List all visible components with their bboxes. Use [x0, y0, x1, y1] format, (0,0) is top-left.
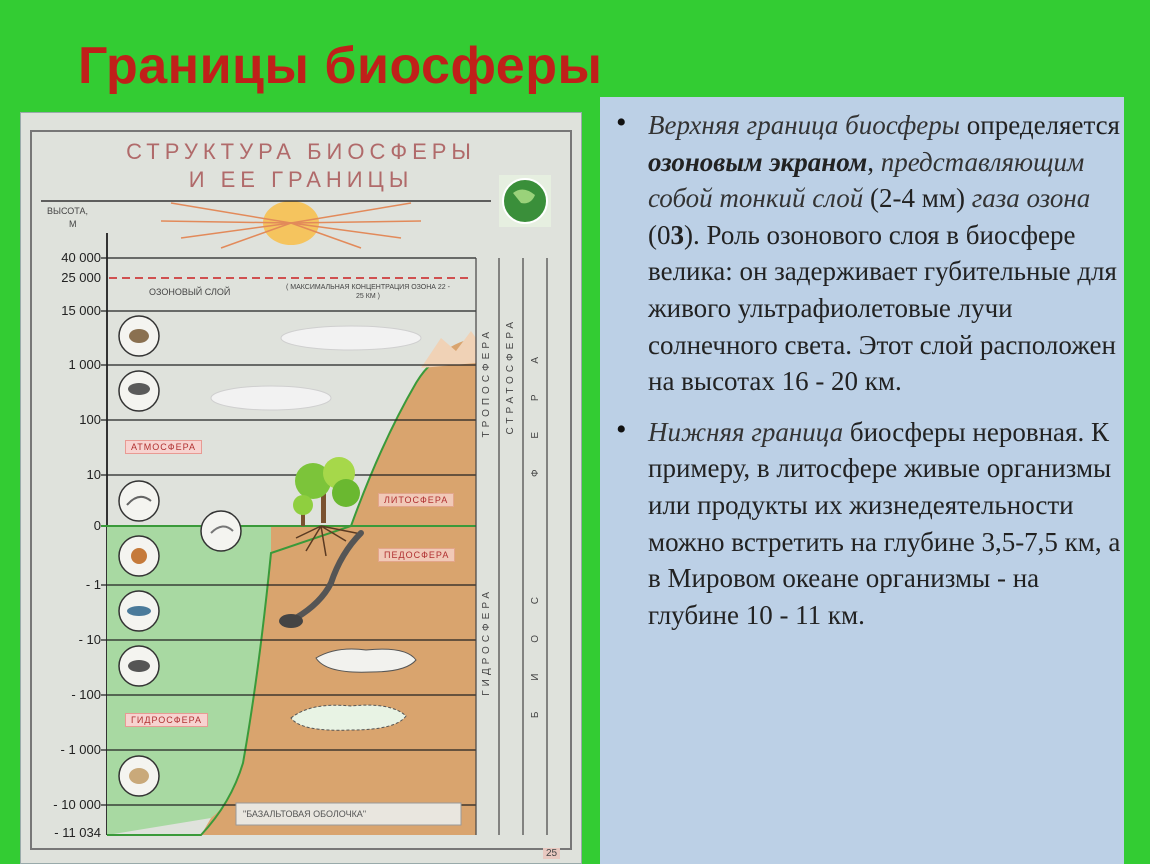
thin-layer-phrase: представляющим собой тонкий слой [648, 146, 1085, 214]
formula-close: ). [684, 219, 700, 250]
atmosphere-tag: АТМОСФЕРА [125, 440, 203, 454]
lower-boundary-heading: Нижняя граница [648, 416, 844, 447]
lower-boundary-body: биосферы неровная. К примеру, в литосфер… [648, 416, 1121, 630]
formula-three: 3 [670, 219, 685, 250]
level-label: - 10 [78, 632, 101, 647]
hydrosphere-tag: ГИДРОСФЕРА [125, 713, 208, 727]
poster-drawing [30, 130, 572, 850]
poster-title-line2: И ЕЕ ГРАНИЦЫ [188, 167, 414, 192]
ozone-gas-phrase: газа озона [971, 183, 1091, 214]
ozone-note: ( МАКСИМАЛЬНАЯ КОНЦЕНТРАЦИЯ ОЗОНА 22 - 2… [286, 284, 450, 300]
level-label: - 11 034 [54, 825, 101, 840]
upper-boundary-heading: Верхняя граница биосферы [648, 110, 961, 140]
axis-unit: М [69, 219, 77, 229]
bullet-list: Верхняя граница биосферы определяется оз… [600, 105, 1124, 634]
bullet-lower-boundary: Нижняя граница биосферы неровная. К прим… [616, 412, 1124, 634]
sun-icon [160, 201, 422, 249]
level-label: 0 [93, 518, 101, 533]
level-label: 15 000 [61, 303, 101, 318]
page-number: 25 [543, 848, 561, 859]
basalt-shell-label: "БАЗАЛЬТОВАЯ ОБОЛОЧКА" [243, 809, 367, 819]
ozone-layer-label: ОЗОНОВЫЙ СЛОЙ [149, 287, 231, 297]
level-label: 25 000 [61, 270, 101, 285]
pedosphere-tag: ПЕДОСФЕРА [378, 548, 456, 562]
biosphere-vertical-label: Б И О С [530, 583, 541, 719]
comma: , [867, 146, 874, 177]
stratosphere-label: СТРАТОСФЕРА [505, 318, 516, 435]
globe-icon [499, 175, 551, 227]
ozone-screen-term: озоновым экраном [648, 146, 868, 177]
formula-open: (0 [648, 219, 671, 250]
upper-boundary-body: Роль озонового слоя в биосфере велика: о… [648, 219, 1117, 397]
trees-icon [293, 457, 360, 526]
level-label: - 1 000 [60, 742, 101, 757]
level-label: 1 000 [68, 357, 101, 372]
text-panel: Верхняя граница биосферы определяется оз… [600, 97, 1124, 864]
level-label: - 100 [71, 687, 101, 702]
lithosphere-tag: ЛИТОСФЕРА [378, 493, 455, 507]
poster-title-line1: СТРУКТУРА БИОСФЕРЫ [126, 139, 476, 164]
biosphere-structure-poster: СТРУКТУРА БИОСФЕРЫ И ЕЕ ГРАНИЦЫ ВЫСОТА, … [20, 112, 582, 864]
level-label: 40 000 [61, 250, 101, 265]
biosphere-vertical-label-upper: Ф Е Р А [530, 343, 541, 477]
thickness-text: (2-4 мм) [863, 183, 972, 214]
bullet-upper-boundary: Верхняя граница биосферы определяется оз… [616, 105, 1124, 400]
troposphere-label: ТРОПОСФЕРА [481, 328, 492, 438]
axis-label: ВЫСОТА, [47, 206, 88, 216]
level-label: - 10 000 [53, 797, 101, 812]
slide-title: Границы биосферы [78, 37, 603, 95]
level-label: 100 [79, 412, 101, 427]
level-label: 10 [86, 467, 101, 482]
upper-boundary-defined: определяется [966, 110, 1120, 140]
level-label: - 1 [85, 577, 101, 592]
hydrosphere-vertical-label: ГИДРОСФЕРА [481, 588, 492, 696]
